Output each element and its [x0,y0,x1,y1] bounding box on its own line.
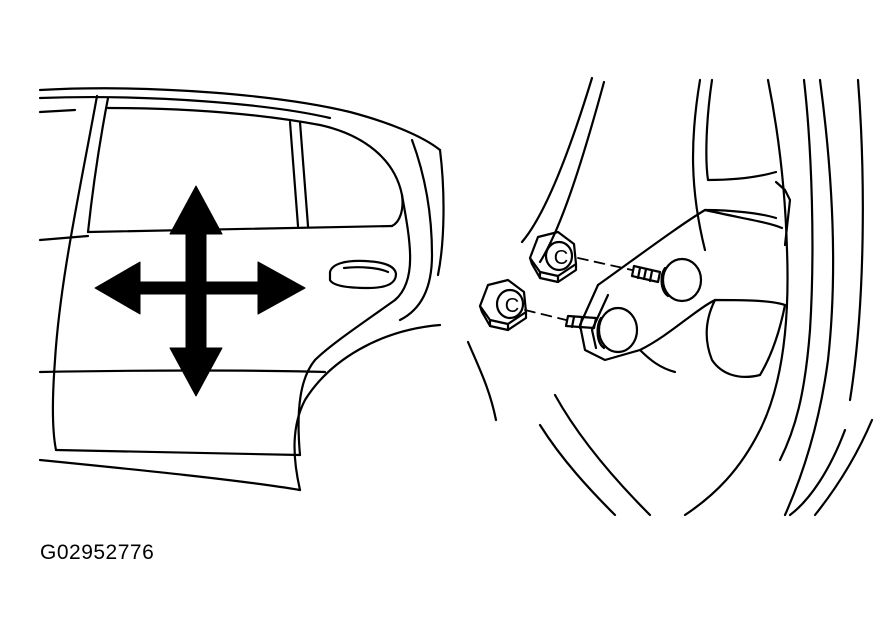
nut-letter-upper: C [554,247,568,269]
hex-nut-lower [478,278,528,332]
nut-letter-lower: C [505,295,519,317]
hinge-bolt-head-upper [660,257,703,303]
bolt-stud-lower [564,314,598,330]
figure-id-label: G02952776 [40,541,155,564]
hex-nut-upper [528,230,578,284]
bolt-stud-upper [630,264,662,284]
hinge-bolt-head-lower [596,306,639,354]
door-pillar-and-hinge [466,76,874,517]
alignment-guide-lines [524,257,633,321]
movement-arrows-icon [94,185,306,397]
